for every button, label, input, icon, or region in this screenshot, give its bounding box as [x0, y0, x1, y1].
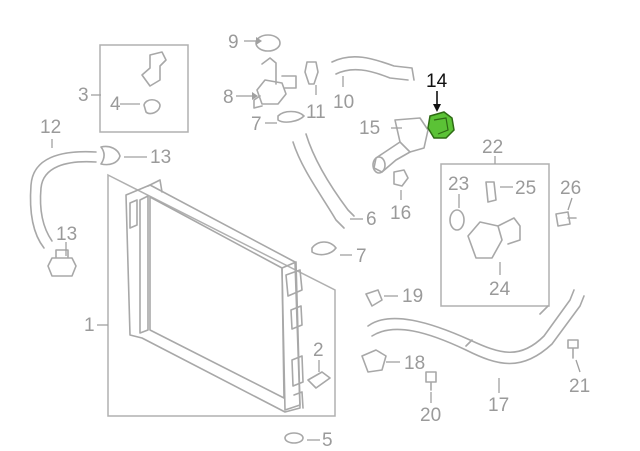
group-box-3	[99, 44, 189, 133]
fitting-11[interactable]	[304, 61, 319, 85]
pipe-17-clip	[465, 305, 549, 347]
callout-6[interactable]: 6	[366, 209, 377, 230]
drain-plug-2[interactable]	[307, 371, 331, 389]
callout-19[interactable]: 19	[402, 286, 423, 307]
callout-labels: 9 3 4 8 7 11 10 12 13 13 14 15 16 6 7 22…	[40, 32, 590, 451]
clamp-7-upper[interactable]	[277, 110, 305, 123]
callout-17[interactable]: 17	[488, 395, 509, 416]
callout-10[interactable]: 10	[333, 92, 354, 113]
bolt-20[interactable]	[425, 371, 437, 391]
thermostat-housing-15[interactable]	[372, 117, 429, 174]
callout-5[interactable]: 5	[322, 430, 333, 451]
radiator[interactable]	[125, 179, 304, 413]
cap-9[interactable]	[255, 34, 281, 52]
grommet-5[interactable]	[284, 432, 304, 444]
hose-6[interactable]	[292, 133, 355, 229]
callout-18[interactable]: 18	[404, 353, 425, 374]
thermostat-14[interactable]	[427, 111, 455, 139]
bolt-16[interactable]	[393, 169, 409, 187]
bracket-3[interactable]	[141, 51, 167, 87]
gasket-23[interactable]	[449, 209, 465, 231]
mount-4[interactable]	[143, 98, 161, 115]
radiator-cap-13[interactable]	[47, 249, 77, 277]
hose-10[interactable]	[331, 56, 415, 81]
water-inlet-24[interactable]	[467, 217, 521, 259]
callout-15[interactable]: 15	[359, 118, 380, 139]
callout-13-lower[interactable]: 13	[56, 224, 77, 245]
callout-4[interactable]: 4	[110, 94, 121, 115]
callout-2[interactable]: 2	[313, 340, 324, 361]
callout-7-lower[interactable]: 7	[356, 246, 367, 267]
callout-26[interactable]: 26	[560, 178, 581, 199]
callout-22[interactable]: 22	[482, 137, 503, 158]
fitting-18[interactable]	[361, 349, 387, 373]
water-outlet-8[interactable]	[253, 57, 297, 109]
callout-20[interactable]: 20	[420, 405, 441, 426]
clamp-7-lower[interactable]	[311, 241, 337, 256]
radiator-hose-12[interactable]	[29, 150, 97, 249]
pipe-17[interactable]	[367, 289, 585, 365]
callout-24[interactable]: 24	[489, 279, 511, 300]
leader-lines	[51, 37, 581, 441]
bolt-19[interactable]	[365, 289, 383, 307]
sensor-25[interactable]	[485, 181, 497, 203]
callout-12[interactable]: 12	[40, 117, 61, 138]
callout-13-upper[interactable]: 13	[150, 147, 171, 168]
callout-8[interactable]: 8	[223, 87, 234, 108]
callout-11[interactable]: 11	[306, 102, 326, 123]
callout-23[interactable]: 23	[448, 174, 469, 195]
callout-1[interactable]: 1	[84, 315, 95, 336]
clamp-13-upper[interactable]	[100, 145, 121, 166]
callout-16[interactable]: 16	[390, 203, 411, 224]
callout-25[interactable]: 25	[515, 178, 536, 199]
callout-3[interactable]: 3	[78, 85, 89, 106]
callout-21[interactable]: 21	[569, 376, 590, 397]
radiator-box-1	[107, 173, 336, 417]
bolt-21[interactable]	[567, 339, 579, 359]
callout-14[interactable]: 14	[426, 71, 448, 92]
callout-7-upper[interactable]: 7	[251, 114, 262, 135]
bolt-26[interactable]	[555, 211, 577, 227]
callout-9[interactable]: 9	[228, 32, 239, 53]
